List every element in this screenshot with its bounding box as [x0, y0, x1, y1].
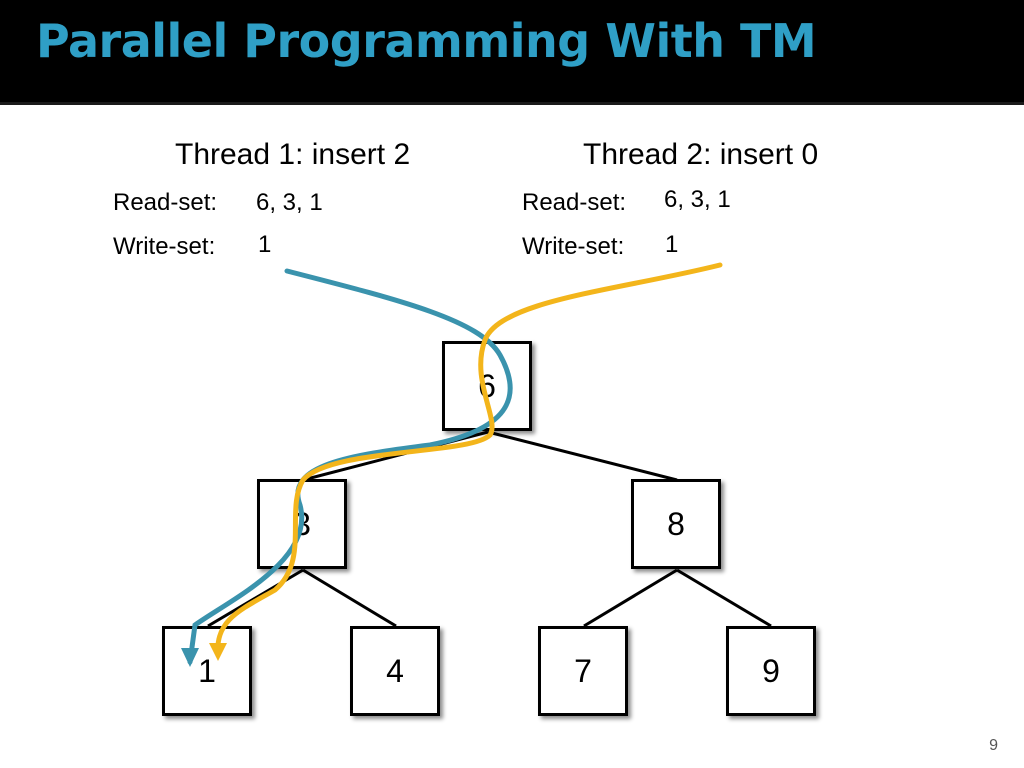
- thread-1-arrowhead: [181, 648, 199, 667]
- thread-2-read-set-value: 6, 3, 1: [664, 186, 731, 213]
- thread-1-write-set-value: 1: [258, 231, 272, 258]
- thread-2-path-arrow: [215, 262, 723, 658]
- tree-edge: [487, 430, 678, 482]
- thread-2-arrowhead: [209, 643, 227, 661]
- thread-1-read-set-label: Read-set:: [113, 189, 218, 216]
- thread-1-read-set-value: 6, 3, 1: [256, 189, 323, 216]
- thread-2-read-set-label: Read-set:: [522, 189, 627, 216]
- thread-1-path-arrow: [187, 268, 513, 665]
- thread-2-heading: Thread 2: insert 0: [583, 138, 819, 171]
- thread-2-write-set-value: 1: [665, 231, 679, 258]
- thread-1-heading: Thread 1: insert 2: [175, 138, 411, 171]
- title-bar: [0, 0, 1024, 102]
- page-number: 9: [989, 737, 998, 754]
- thread-1-write-set-label: Write-set:: [113, 233, 216, 260]
- tree-edge: [583, 568, 678, 628]
- thread-2-write-set-label: Write-set:: [522, 233, 625, 260]
- tree-node-9: 9: [726, 626, 816, 716]
- slide-title: Parallel Programming With TM: [36, 14, 817, 68]
- tree-edge: [676, 568, 772, 628]
- tree-node-1: 1: [162, 626, 252, 716]
- title-divider: [0, 102, 1024, 105]
- tree-edge: [302, 568, 397, 628]
- tree-node-8: 8: [631, 479, 721, 569]
- tree-node-7: 7: [538, 626, 628, 716]
- tree-node-4: 4: [350, 626, 440, 716]
